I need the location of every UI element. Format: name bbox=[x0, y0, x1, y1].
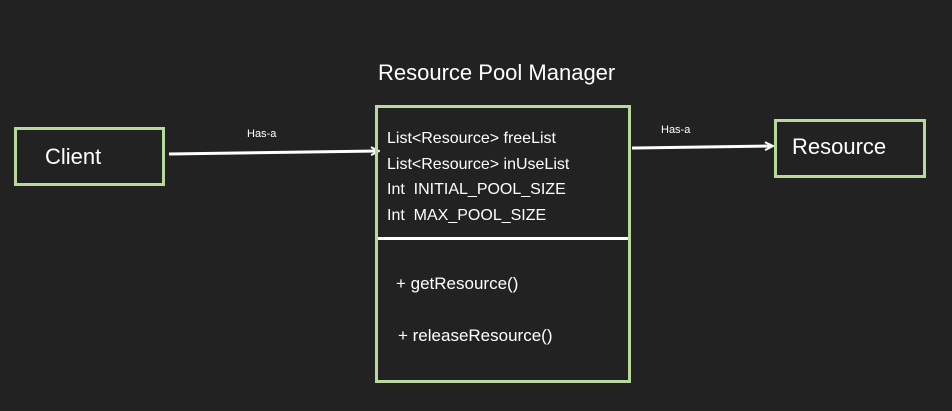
arrow-pool-to-resource bbox=[631, 146, 772, 148]
edge-label-client-pool: Has-a bbox=[247, 128, 277, 140]
class-divider bbox=[378, 237, 628, 240]
resource-box: Resource bbox=[774, 119, 926, 178]
arrow-client-to-pool bbox=[168, 151, 378, 154]
method-release-resource: + releaseResource() bbox=[398, 326, 553, 345]
pool-title: Resource Pool Manager bbox=[378, 60, 616, 85]
pool-attributes: List<Resource> freeList List<Resource> i… bbox=[387, 126, 569, 228]
pool-class-box: List<Resource> freeList List<Resource> i… bbox=[375, 105, 631, 383]
attribute-initial-pool-size: Int INITIAL_POOL_SIZE bbox=[387, 181, 566, 198]
attribute-free-list: List<Resource> freeList bbox=[387, 130, 556, 147]
attribute-max-pool-size: Int MAX_POOL_SIZE bbox=[387, 206, 547, 224]
resource-label: Resource bbox=[792, 134, 887, 159]
attribute-in-use-list: List<Resource> inUseList bbox=[387, 155, 570, 173]
client-label: Client bbox=[45, 144, 102, 169]
method-get-resource: + getResource() bbox=[396, 274, 519, 293]
client-box: Client bbox=[14, 127, 165, 186]
edge-label-pool-resource: Has-a bbox=[661, 124, 691, 136]
